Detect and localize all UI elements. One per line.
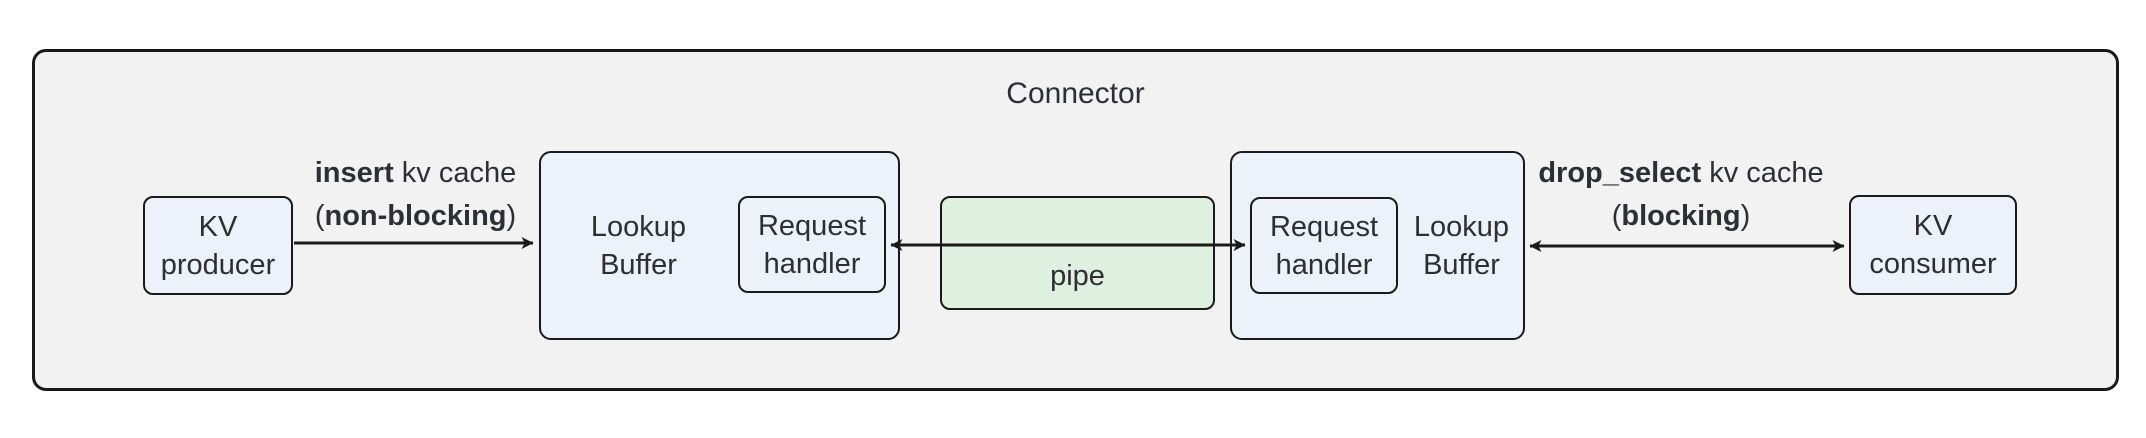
pipe-label: pipe [1050, 260, 1105, 292]
insert-edge-label-line2: (non-blocking) [314, 200, 517, 232]
drop-select-edge-label: drop_select kv cache (blocking) [1513, 152, 1849, 238]
kv-consumer-label-line2: consumer [1869, 248, 1997, 280]
kv-producer-label-line2: producer [160, 248, 276, 281]
kv-producer-label-line1: KV [198, 210, 238, 243]
pipe-node: pipe [940, 196, 1215, 310]
connector-title: Connector [1006, 77, 1145, 110]
request-handler-right-node: Request handler [1250, 197, 1398, 294]
drop-select-edge-label-line1: drop_select kv cache [1538, 157, 1824, 189]
kv-consumer-label-line1: KV [1913, 210, 1953, 242]
request-handler-left-node: Request handler [738, 196, 886, 293]
drop-select-edge-label-line2: (blocking) [1611, 200, 1751, 232]
insert-edge-label: insert kv cache (non-blocking) [293, 152, 538, 238]
kv-consumer-node: KV consumer [1849, 195, 2017, 295]
kv-producer-node: KV producer [143, 196, 293, 295]
insert-edge-label-line1: insert kv cache [314, 157, 517, 189]
